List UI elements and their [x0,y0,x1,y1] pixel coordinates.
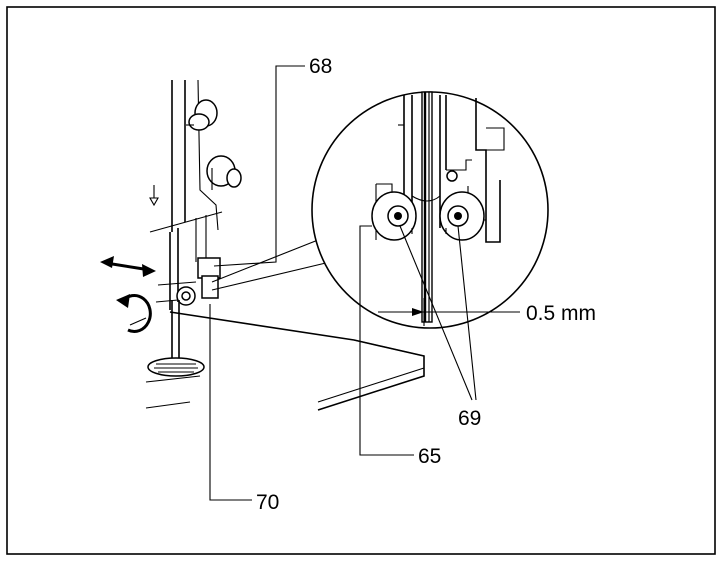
rotate-arrow-icon [116,294,152,333]
detail-magnifier [211,91,549,329]
callout-70: 70 [256,491,279,514]
callout-gap-dimension: 0.5 mm [526,302,596,325]
callout-69: 69 [458,407,481,430]
upper-knob [186,99,218,131]
guide-block [155,257,221,306]
down-arrow-icon [149,185,159,207]
lower-knob [206,155,242,190]
leader-lines [209,65,477,501]
throat-insert [147,357,205,377]
guide-bearing-left [371,191,417,241]
figure-frame [6,6,716,555]
guide-bearing-right [439,191,485,241]
double-arrow-icon [100,256,156,277]
callout-65: 65 [418,445,441,468]
bandsaw-machine [129,79,425,411]
detail-blade [421,91,433,323]
callout-68: 68 [309,55,332,78]
